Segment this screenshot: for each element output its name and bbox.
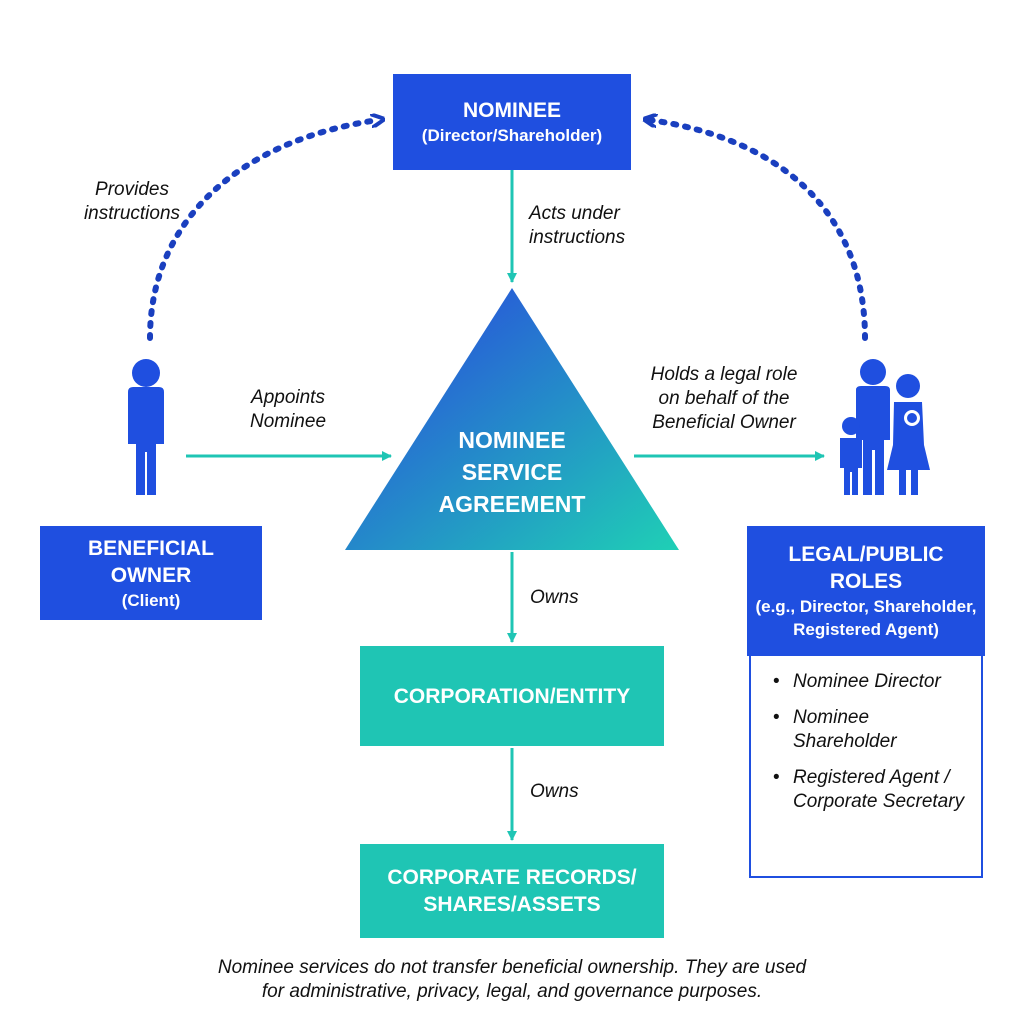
holds-line-2: on behalf of the <box>658 388 790 409</box>
appoints-line-2: Nominee <box>249 411 327 432</box>
owns-label-2: Owns <box>530 781 579 802</box>
provides-instructions-label: Provides instructions <box>62 178 202 226</box>
provides-line-1: Provides <box>95 179 169 200</box>
appoints-line-1: Appoints <box>251 387 325 408</box>
holds-line-1: Holds a legal role <box>650 364 798 385</box>
legal-roles-line-3: (e.g., Director, Shareholder, <box>755 597 977 616</box>
records-line-1: CORPORATE RECORDS/ <box>387 866 637 889</box>
agreement-line-2: SERVICE <box>461 459 563 485</box>
beneficial-owner-box: BENEFICIAL OWNER (Client) <box>40 526 262 620</box>
records-line-2: SHARES/ASSETS <box>423 893 601 916</box>
legal-roles-line-4: Registered Agent) <box>793 620 939 639</box>
list-item: Nominee Shareholder <box>773 706 971 754</box>
footer-note: Nominee services do not transfer benefic… <box>0 956 1024 1004</box>
family-icon <box>840 359 930 495</box>
list-item: Nominee Director <box>773 670 971 694</box>
acts-line-1: Acts under <box>529 203 620 224</box>
legal-roles-line-2: ROLES <box>829 570 903 593</box>
holds-role-return-arrow <box>650 120 868 341</box>
acts-line-2: instructions <box>529 227 626 248</box>
holds-line-3: Beneficial Owner <box>652 412 796 433</box>
appoints-nominee-label: Appoints Nominee <box>218 386 358 434</box>
legal-roles-line-1: LEGAL/PUBLIC <box>788 543 944 566</box>
holds-legal-role-label: Holds a legal role on behalf of the Bene… <box>624 363 824 435</box>
agreement-label: NOMINEE SERVICE AGREEMENT <box>400 424 624 520</box>
footer-line-2: for administrative, privacy, legal, and … <box>261 981 763 1002</box>
legal-roles-box: LEGAL/PUBLIC ROLES (e.g., Director, Shar… <box>747 526 985 656</box>
legal-roles-list: Nominee Director Nominee Shareholder Reg… <box>749 656 983 878</box>
beneficial-owner-line-3: (Client) <box>121 590 181 610</box>
agreement-line-1: NOMINEE <box>458 427 566 453</box>
corporation-box: CORPORATION/ENTITY <box>360 646 664 746</box>
beneficial-owner-line-2: OWNER <box>110 563 192 587</box>
acts-under-instructions-label: Acts under instructions <box>529 202 669 250</box>
nominee-box: NOMINEE (Director/Shareholder) <box>393 74 631 170</box>
list-item: Registered Agent / Corporate Secretary <box>773 766 971 814</box>
agreement-line-3: AGREEMENT <box>438 491 586 517</box>
nominee-title: NOMINEE <box>462 99 561 122</box>
footer-line-1: Nominee services do not transfer benefic… <box>217 957 807 978</box>
corporation-label: CORPORATION/ENTITY <box>393 684 631 708</box>
beneficial-owner-line-1: BENEFICIAL <box>88 536 214 560</box>
records-box: CORPORATE RECORDS/ SHARES/ASSETS <box>360 844 664 938</box>
agreement-triangle <box>345 288 679 550</box>
provides-instructions-arrow <box>147 120 378 341</box>
nominee-subtitle: (Director/Shareholder) <box>421 126 603 145</box>
person-icon <box>128 359 164 495</box>
owns-label-1: Owns <box>530 587 579 608</box>
provides-line-2: instructions <box>83 203 181 224</box>
